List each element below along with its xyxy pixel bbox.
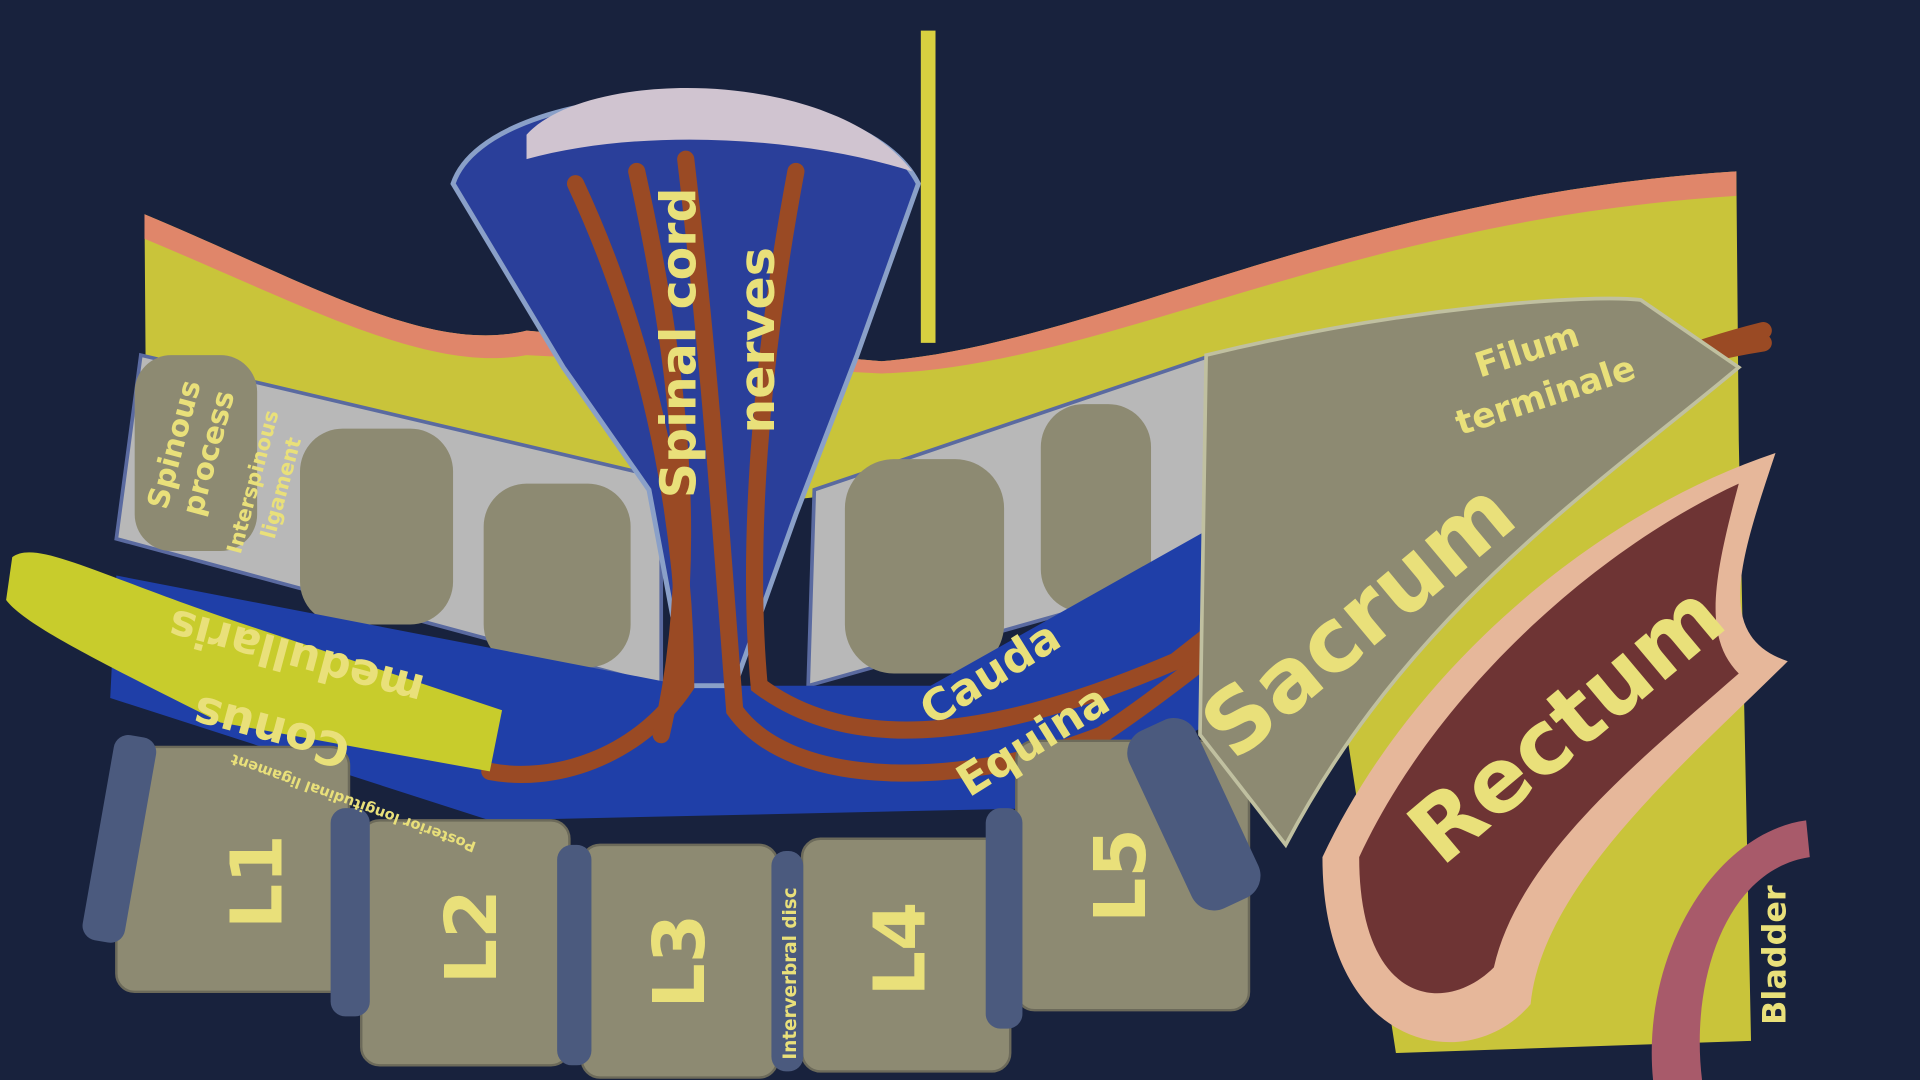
conus-medullaris <box>6 552 503 772</box>
label-l2: L2 <box>430 889 513 984</box>
meninges-top <box>526 88 913 172</box>
label-l1: L1 <box>216 834 299 929</box>
spinous-processes <box>134 355 1152 674</box>
sacrum-bone <box>1198 296 1742 849</box>
label-spinal-cord: Spinal cord <box>651 187 708 498</box>
rectum-lumen <box>1359 483 1739 994</box>
label-bladder: Bladder <box>1755 885 1793 1025</box>
label-nerves: nerves <box>729 247 786 434</box>
skin-layer <box>144 171 1737 374</box>
label-l4: L4 <box>858 902 941 997</box>
label-l5: L5 <box>1079 828 1162 923</box>
label-intervertebral-disc: Interverbral disc <box>780 887 801 1059</box>
intervertebral-discs <box>82 718 1261 1072</box>
bladder-wall <box>1651 820 1810 1080</box>
yellow-marker <box>920 30 936 343</box>
label-l3: L3 <box>638 914 721 1009</box>
